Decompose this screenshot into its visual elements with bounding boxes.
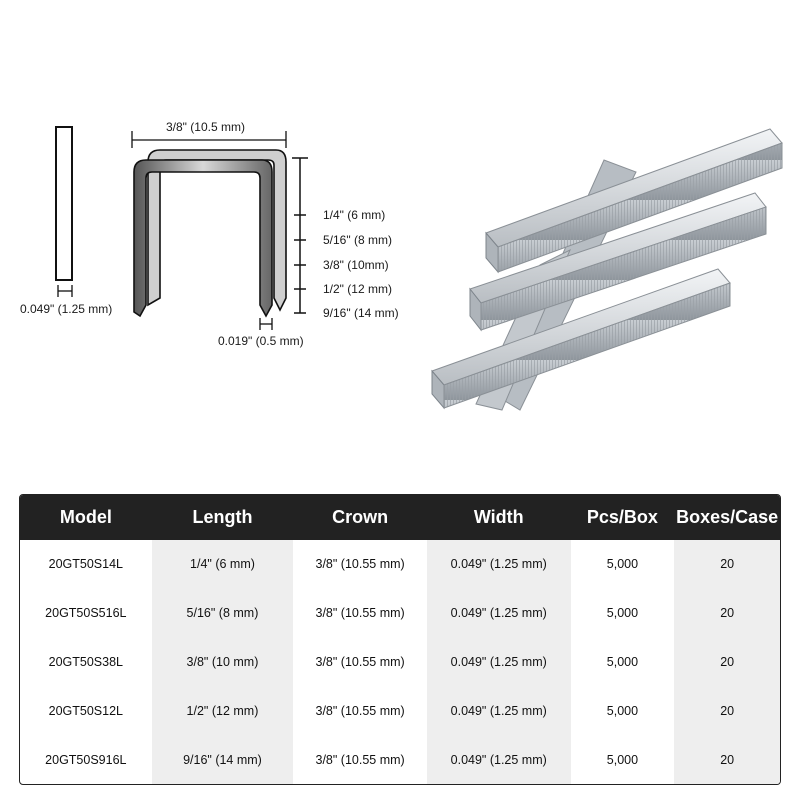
length-label-3: 3/8" (10mm): [323, 258, 389, 272]
header-width: Width: [473, 507, 524, 527]
table-cell: 20GT50S12L: [48, 703, 123, 718]
table-cell: 0.049" (1.25 mm): [450, 752, 547, 767]
spec-table: Model Length Crown Width Pcs/Box Boxes/C…: [19, 494, 781, 785]
table-cell: 5,000: [606, 557, 639, 572]
table-cell: 5,000: [606, 606, 639, 621]
length-label-2: 5/16" (8 mm): [323, 233, 392, 247]
column-boxes-case: 20 20 20 20 20: [674, 540, 780, 784]
column-crown: 3/8" (10.55 mm) 3/8" (10.55 mm) 3/8" (10…: [293, 540, 427, 784]
table-cell: 0.049" (1.25 mm): [450, 606, 547, 621]
table-cell: 20GT50S916L: [45, 752, 127, 767]
header-pcs-box: Pcs/Box: [586, 507, 658, 527]
header-length: Length: [192, 507, 253, 527]
column-model: 20GT50S14L 20GT50S516L 20GT50S38L 20GT50…: [20, 540, 152, 784]
table-cell: 20: [720, 654, 735, 669]
staple-dimension-diagram: 0.049" (1.25 mm) 3/8" (10.5 mm) 0.019" (…: [20, 120, 783, 411]
length-dimension-ladder: 1/4" (6 mm) 5/16" (8 mm) 3/8" (10mm) 1/2…: [292, 157, 399, 320]
table-cell: 3/8" (10.55 mm): [315, 606, 405, 621]
table-cell: 20: [720, 752, 735, 767]
table-cell: 20GT50S14L: [48, 557, 123, 572]
wire-width-label: 0.049" (1.25 mm): [20, 302, 112, 316]
length-label-5: 9/16" (14 mm): [323, 306, 399, 320]
thickness-label: 0.019" (0.5 mm): [218, 334, 304, 348]
table-body: 20GT50S14L 20GT50S516L 20GT50S38L 20GT50…: [20, 540, 780, 784]
header-boxes-case: Boxes/Case: [676, 507, 779, 527]
length-label-4: 1/2" (12 mm): [323, 282, 392, 296]
table-cell: 1/2" (12 mm): [186, 703, 259, 718]
table-cell: 20: [720, 557, 735, 572]
staple-front-view: 3/8" (10.5 mm) 0.019" (0.5 mm): [131, 120, 304, 348]
table-cell: 3/8" (10 mm): [186, 654, 259, 669]
table-cell: 5,000: [606, 654, 639, 669]
header-crown: Crown: [332, 507, 389, 527]
table-cell: 3/8" (10.55 mm): [315, 703, 405, 718]
table-cell: 20: [720, 703, 735, 718]
column-length: 1/4" (6 mm) 5/16" (8 mm) 3/8" (10 mm) 1/…: [151, 540, 294, 784]
table-cell: 3/8" (10.55 mm): [315, 654, 405, 669]
wire-side-view: 0.049" (1.25 mm): [20, 126, 112, 316]
table-cell: 20GT50S38L: [48, 654, 123, 669]
table-cell: 20: [720, 606, 735, 621]
table-cell: 0.049" (1.25 mm): [450, 654, 547, 669]
column-width: 0.049" (1.25 mm) 0.049" (1.25 mm) 0.049"…: [426, 540, 571, 784]
crown-label: 3/8" (10.5 mm): [166, 120, 245, 134]
table-header: Model Length Crown Width Pcs/Box Boxes/C…: [20, 495, 780, 540]
table-cell: 5/16" (8 mm): [186, 606, 259, 621]
staple-strips-image: [431, 128, 783, 411]
table-cell: 1/4" (6 mm): [190, 557, 255, 572]
table-cell: 0.049" (1.25 mm): [450, 557, 547, 572]
table-cell: 5,000: [606, 703, 639, 718]
table-cell: 9/16" (14 mm): [183, 752, 262, 767]
table-cell: 5,000: [606, 752, 639, 767]
table-cell: 3/8" (10.55 mm): [315, 752, 405, 767]
table-cell: 20GT50S516L: [45, 606, 127, 621]
column-pcs-box: 5,000 5,000 5,000 5,000 5,000: [571, 540, 675, 784]
length-label-1: 1/4" (6 mm): [323, 208, 385, 222]
table-cell: 0.049" (1.25 mm): [450, 703, 547, 718]
header-model: Model: [59, 507, 112, 527]
table-cell: 3/8" (10.55 mm): [315, 557, 405, 572]
